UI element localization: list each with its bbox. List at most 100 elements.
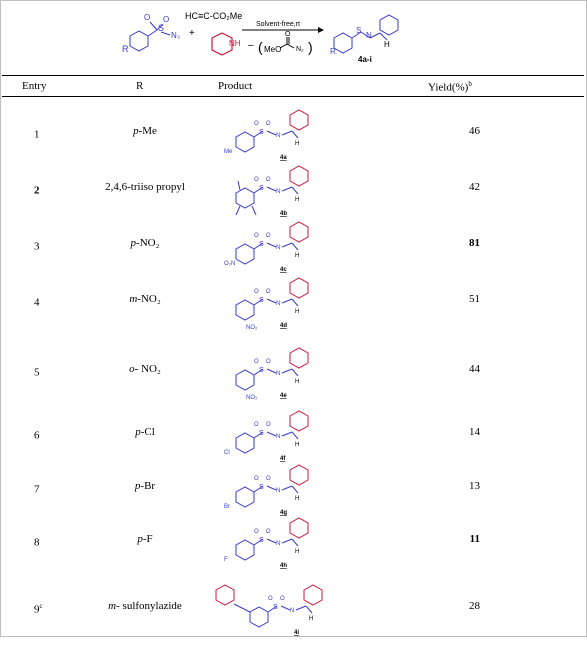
svg-text:O: O [266,476,271,482]
svg-text:–: – [248,40,254,51]
svg-text:S: S [273,604,278,611]
svg-text:O: O [254,233,259,239]
svg-text:H: H [295,141,299,147]
header-rule-bottom [2,96,584,97]
substituent-label: F [224,557,228,563]
svg-text:O: O [254,529,259,535]
svg-text:O: O [144,13,150,22]
n3-label: N₃ [171,31,180,40]
yield-cell: 14 [469,426,480,438]
alkyne-reagent: HC≡C-CO₂Me [185,11,242,21]
svg-text:N: N [276,488,280,494]
entry-cell: 6 [34,429,40,442]
header-product: Product [218,80,253,92]
svg-text:O: O [266,529,271,535]
svg-text:H: H [295,442,299,448]
svg-text:S: S [158,23,164,33]
plus-sign: + [189,28,195,39]
svg-text:H: H [384,40,390,49]
condition-label: Solvent-free,rt [256,21,300,28]
svg-text:O: O [266,121,271,127]
r-group-cell: o- NO₂ [129,363,161,375]
svg-text:O: O [268,596,273,602]
svg-text:S: S [259,484,264,491]
entry-cell: 1 [34,128,40,141]
product-label: 4c [280,267,287,273]
svg-text:N: N [276,133,280,139]
svg-text:O: O [266,177,271,183]
svg-text:(: ( [258,39,263,55]
reaction-scheme: S O O N₃ R HC≡C-CO₂Me + NH Solvent-free,… [122,11,399,64]
r-group-cell: p-Cl [135,426,155,438]
svg-text:N: N [366,31,372,40]
svg-text:S: S [259,241,264,248]
svg-text:H: H [309,616,313,622]
substituent-label: Cl [224,450,230,456]
r-group-cell: m- sulfonylazide [108,600,182,612]
n2-label: N₂ [296,46,304,53]
header-r: R [136,80,144,92]
yield-cell: 42 [469,181,480,193]
r-group-cell: 2,4,6-triiso propyl [105,181,185,193]
entry-cell: 5 [34,366,40,379]
svg-text:O: O [254,289,259,295]
product-label: 4f [280,456,286,462]
yield-cell: 44 [469,363,480,375]
svg-text:N: N [276,541,280,547]
svg-text:N: N [276,301,280,307]
product-label: 4g [280,510,287,516]
header-rule-top [2,75,584,76]
header-yield: Yield(%)b [428,80,472,94]
svg-text:H: H [295,309,299,315]
r-group-cell: p-Me [133,125,157,137]
svg-text:O: O [266,289,271,295]
byproduct-label: MeO [264,45,281,54]
svg-text:S: S [259,367,264,374]
svg-text:S: S [259,129,264,136]
svg-text:S: S [259,297,264,304]
r-group-cell: m-NO₂ [129,293,161,305]
yield-cell: 13 [469,480,480,492]
nh-label: NH [229,39,241,48]
svg-text:O: O [266,359,271,365]
substituent-label: Br [224,504,230,510]
yield-cell: 11 [469,533,480,545]
product-label: 4a-i [358,55,372,64]
substituent-label: Me [224,149,233,155]
table-row: 6 p-Cl S O O N H 4f Cl 14 [0,410,587,482]
yield-cell: 81 [469,237,480,249]
svg-text:N: N [276,371,280,377]
product-label: 4b [280,211,287,217]
svg-text:O: O [280,596,285,602]
svg-text:N: N [276,245,280,251]
svg-text:O: O [285,31,291,38]
svg-text:S: S [259,537,264,544]
svg-text:H: H [295,197,299,203]
svg-text:S: S [259,185,264,192]
r-group-cell: p-F [137,533,153,545]
product-label: 4e [280,393,287,399]
header-entry: Entry [22,80,47,92]
svg-text:N: N [276,434,280,440]
yield-cell: 51 [469,293,480,305]
svg-text:R: R [330,47,336,56]
svg-text:H: H [295,549,299,555]
svg-text:O: O [254,476,259,482]
svg-text:S: S [259,430,264,437]
substituent-label: O₂N [224,261,235,267]
svg-text:O: O [254,177,259,183]
substituent-label: NO₂ [246,325,258,331]
